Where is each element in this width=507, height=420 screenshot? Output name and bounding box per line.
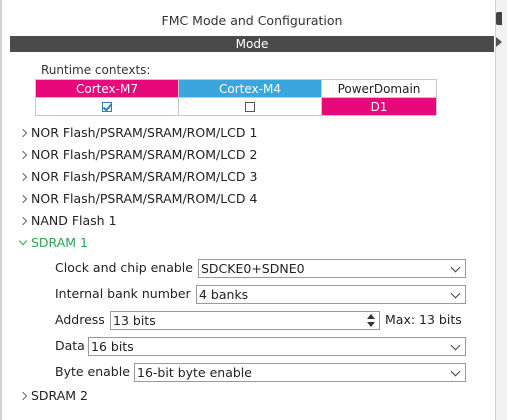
- data-width-label: Data: [55, 338, 85, 353]
- tree-item-nor-4[interactable]: NOR Flash/PSRAM/SRAM/ROM/LCD 4: [18, 189, 257, 209]
- tree-item-label: NOR Flash/PSRAM/SRAM/ROM/LCD 1: [31, 125, 258, 140]
- internal-bank-number-select[interactable]: 4 banks: [196, 285, 466, 304]
- cortex-m7-cell: [35, 97, 179, 116]
- tree-item-sdram-1[interactable]: SDRAM 1: [18, 233, 88, 253]
- cortex-m4-header: Cortex-M4: [178, 79, 322, 98]
- tree-item-label: SDRAM 2: [31, 388, 89, 403]
- clock-chip-enable-label: Clock and chip enable: [55, 260, 193, 275]
- tree-item-label: NOR Flash/PSRAM/SRAM/ROM/LCD 2: [31, 147, 258, 162]
- chevron-right-icon[interactable]: [18, 150, 28, 160]
- byte-enable-value: 16-bit byte enable: [137, 365, 252, 380]
- internal-bank-number-value: 4 banks: [199, 287, 249, 302]
- chevron-down-icon[interactable]: [450, 366, 461, 377]
- byte-enable-select[interactable]: 16-bit byte enable: [134, 363, 466, 382]
- collapse-arrow-icon[interactable]: [496, 37, 502, 47]
- chevron-right-icon[interactable]: [18, 172, 28, 182]
- tree-item-nand-1[interactable]: NAND Flash 1: [18, 211, 117, 231]
- panel-handle-icon[interactable]: [496, 12, 502, 25]
- address-label: Address: [55, 312, 105, 327]
- panel-title: FMC Mode and Configuration: [161, 13, 343, 28]
- tree-item-nor-1[interactable]: NOR Flash/PSRAM/SRAM/ROM/LCD 1: [18, 123, 257, 143]
- address-value: 13 bits: [113, 313, 156, 328]
- tree-item-nor-3[interactable]: NOR Flash/PSRAM/SRAM/ROM/LCD 3: [18, 167, 257, 187]
- left-border: [0, 0, 2, 420]
- chevron-right-icon[interactable]: [18, 216, 28, 226]
- clock-chip-enable-select[interactable]: SDCKE0+SDNE0: [198, 259, 466, 278]
- runtime-contexts-table: Cortex-M7 Cortex-M4 PowerDomain D1: [35, 79, 437, 116]
- address-spinbox[interactable]: 13 bits: [110, 311, 380, 330]
- chevron-down-icon[interactable]: [450, 262, 461, 273]
- runtime-contexts-label: Runtime contexts:: [41, 63, 151, 77]
- power-domain-value[interactable]: D1: [321, 97, 437, 116]
- chevron-down-icon[interactable]: [18, 236, 28, 246]
- chevron-right-icon[interactable]: [18, 128, 28, 138]
- cortex-m7-header: Cortex-M7: [35, 79, 179, 98]
- cortex-m4-checkbox[interactable]: [245, 102, 255, 112]
- spin-down-icon[interactable]: [367, 322, 375, 327]
- tree-item-label: NOR Flash/PSRAM/SRAM/ROM/LCD 4: [31, 191, 258, 206]
- chevron-down-icon[interactable]: [450, 340, 461, 351]
- chevron-right-icon[interactable]: [18, 391, 28, 401]
- mode-header: Mode: [10, 36, 494, 52]
- chevron-right-icon[interactable]: [18, 194, 28, 204]
- data-width-select[interactable]: 16 bits: [88, 337, 466, 356]
- power-domain-header: PowerDomain: [321, 79, 437, 98]
- tree-item-label: NOR Flash/PSRAM/SRAM/ROM/LCD 3: [31, 169, 258, 184]
- internal-bank-number-label: Internal bank number: [55, 286, 191, 301]
- tree-item-label: NAND Flash 1: [31, 213, 117, 228]
- right-scroll-strip[interactable]: [495, 0, 507, 420]
- tree-item-sdram-2[interactable]: SDRAM 2: [18, 386, 88, 406]
- address-max-label: Max: 13 bits: [385, 312, 462, 327]
- cortex-m4-cell: [178, 97, 322, 116]
- spin-up-icon[interactable]: [367, 314, 375, 319]
- clock-chip-enable-value: SDCKE0+SDNE0: [201, 261, 305, 276]
- tree-item-nor-2[interactable]: NOR Flash/PSRAM/SRAM/ROM/LCD 2: [18, 145, 257, 165]
- tree-item-label: SDRAM 1: [31, 235, 89, 250]
- cortex-m7-checkbox[interactable]: [102, 102, 112, 112]
- chevron-down-icon[interactable]: [450, 288, 461, 299]
- byte-enable-label: Byte enable: [55, 364, 130, 379]
- data-width-value: 16 bits: [91, 339, 134, 354]
